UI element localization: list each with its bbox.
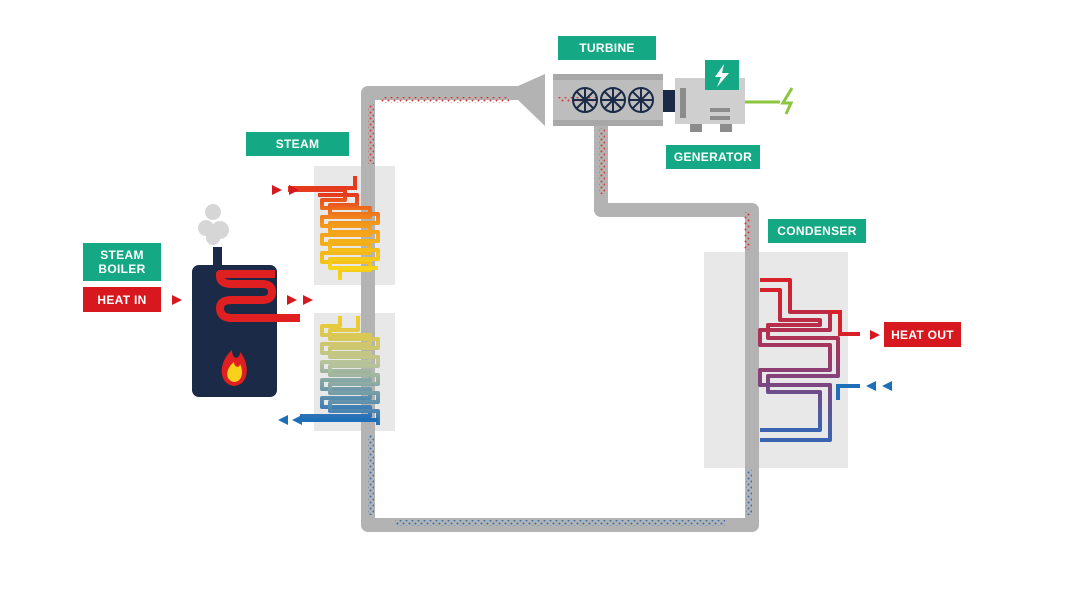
boiler-chimney bbox=[213, 247, 222, 267]
flame-icon bbox=[221, 350, 247, 386]
turbine-fan-icon bbox=[572, 87, 654, 113]
arrow-left-icon bbox=[278, 381, 892, 425]
steam-label: STEAM bbox=[246, 132, 349, 156]
condenser-label: CONDENSER bbox=[768, 219, 866, 243]
boiler-heating-coil bbox=[216, 270, 300, 322]
steam-boiler bbox=[192, 204, 300, 397]
generator-label: GENERATOR bbox=[666, 145, 760, 169]
cold-water-dots bbox=[368, 435, 752, 526]
condenser-panel bbox=[704, 252, 848, 468]
smoke-icon bbox=[198, 204, 229, 245]
steam-coil-top bbox=[288, 188, 380, 280]
hot-steam-dots bbox=[368, 97, 750, 250]
lightning-bolt-icon bbox=[715, 64, 729, 87]
generator bbox=[675, 60, 794, 132]
turbine-label: TURBINE bbox=[558, 36, 656, 60]
heat-out-pipe bbox=[830, 310, 860, 336]
electric-output-bolt-icon bbox=[780, 87, 794, 115]
steam-boiler-label: STEAM BOILER bbox=[83, 243, 161, 281]
turbine-inlet-cone bbox=[518, 74, 545, 126]
steam-coil-bottom bbox=[300, 316, 380, 425]
heat-out-label: HEAT OUT bbox=[884, 322, 961, 347]
heat-in-label: HEAT IN bbox=[83, 287, 161, 312]
arrow-right-icon bbox=[172, 185, 880, 340]
cold-in-pipe bbox=[836, 384, 860, 400]
condenser-coil bbox=[758, 278, 840, 442]
turbine bbox=[553, 74, 675, 126]
